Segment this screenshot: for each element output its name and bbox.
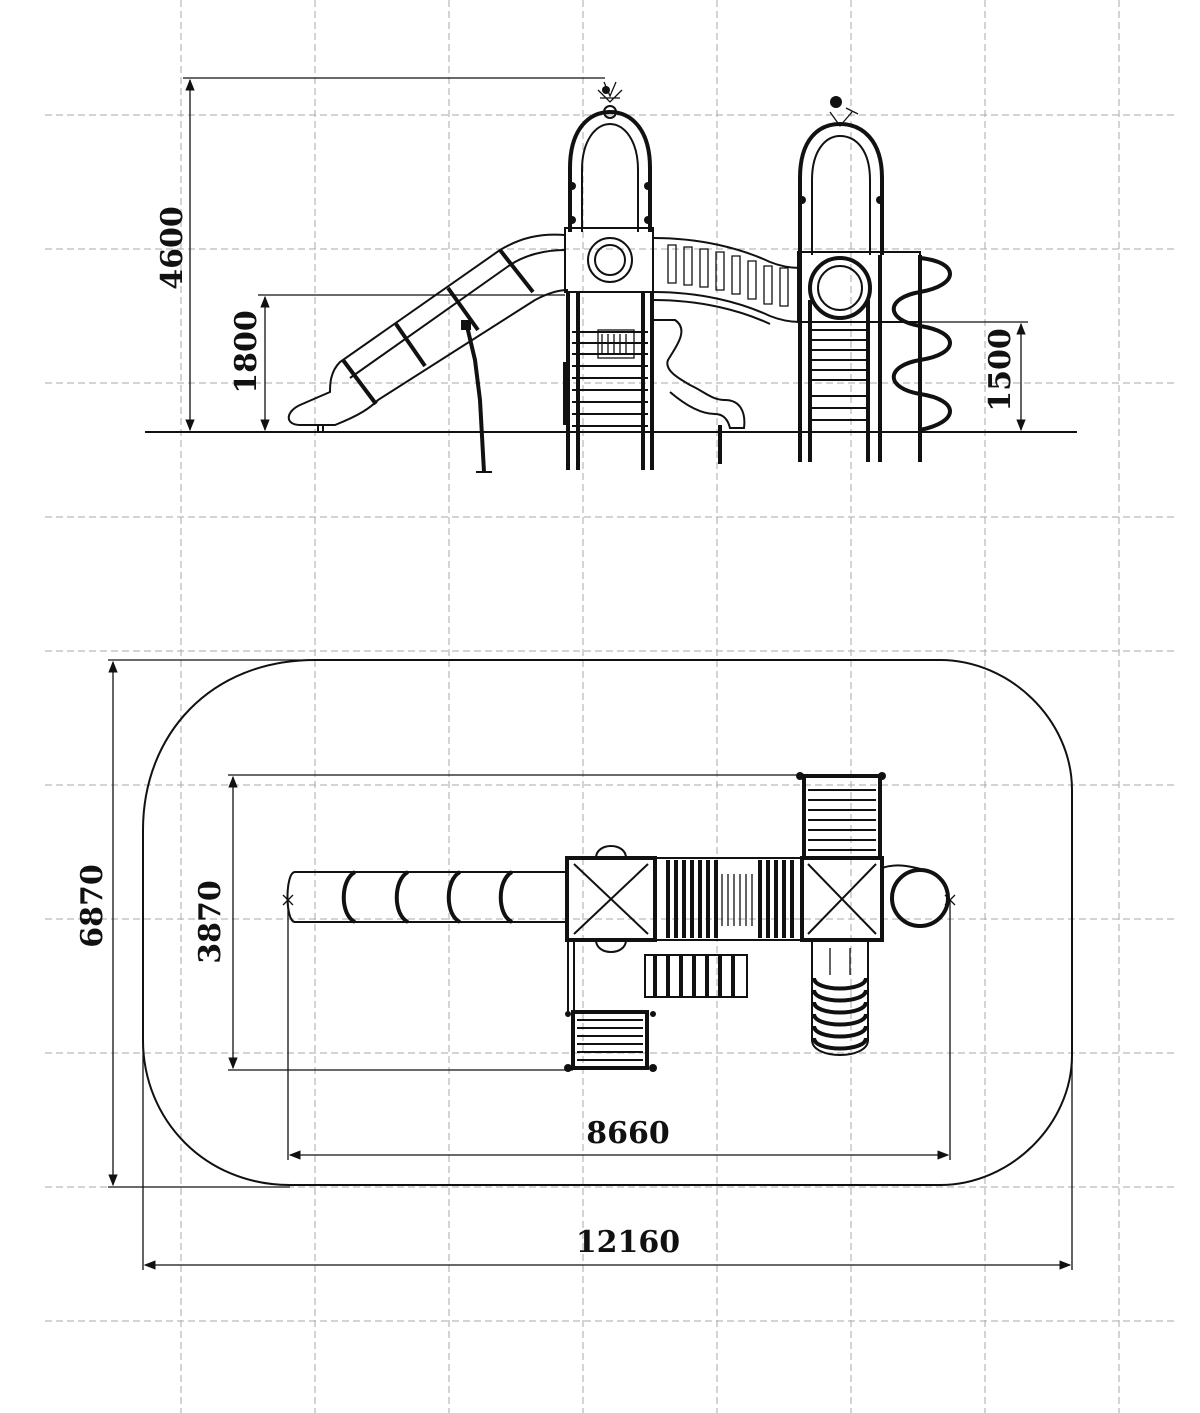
- tube-slide-elevation: [287, 233, 569, 473]
- bridge-plan: [654, 857, 803, 941]
- plan-view: 6870 3870 8660 12160: [75, 659, 1073, 1270]
- bridge-elevation: [652, 237, 801, 325]
- background-grid: [45, 0, 1175, 1413]
- dimension-1800: 1800: [229, 310, 264, 394]
- dimension-6870: 6870: [75, 864, 110, 948]
- plan-dimensions: [108, 659, 1073, 1270]
- elevation-dimensions: [183, 77, 1028, 432]
- left-tower-plan: [564, 845, 748, 1072]
- right-tower-elevation: [797, 96, 952, 462]
- dimension-8660: 8660: [586, 1116, 670, 1151]
- side-elevation-view: 4600 1800 1500: [145, 77, 1077, 473]
- left-tower-elevation: [563, 81, 654, 470]
- wavy-slide-elevation: [654, 319, 746, 464]
- dimension-4600: 4600: [155, 206, 190, 290]
- right-tower-plan: [796, 772, 950, 1056]
- tube-slide-plan: [286, 870, 565, 924]
- dimension-12160: 12160: [576, 1225, 680, 1260]
- dimension-1500: 1500: [983, 328, 1018, 412]
- dimension-3870: 3870: [193, 880, 228, 964]
- safety-zone-outline: [142, 659, 1073, 1186]
